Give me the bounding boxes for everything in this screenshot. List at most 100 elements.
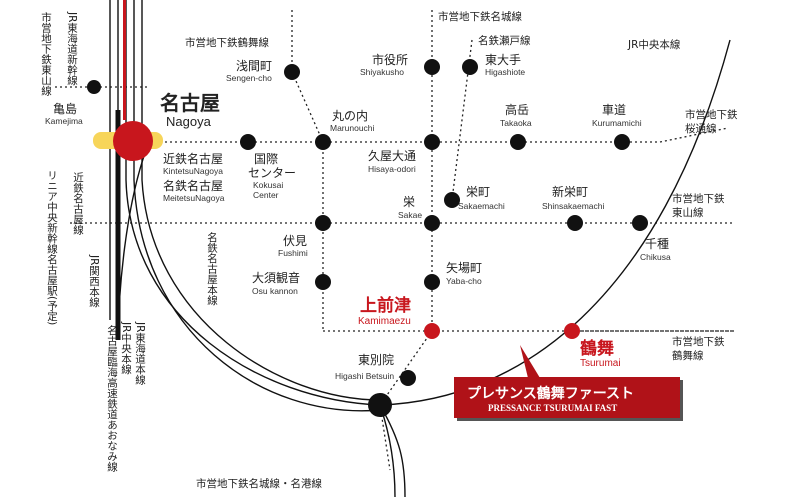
callout-pointer [520,345,540,378]
sengencho-dot [284,64,300,80]
tsurumai-label: 鶴舞 [580,338,614,359]
tsurumai-right-label-2: 鶴舞線 [672,349,704,362]
higashibetsuin-en-label: Higashi Betsuin [335,371,394,381]
kintetsu-label: 近鉄名古屋 [163,151,223,166]
meiko-label: 市営地下鉄名城線・名港線 [196,477,322,490]
tsurumai-right-label-1: 市営地下鉄 [672,335,725,348]
chikusa-label: 千種 [645,237,669,251]
fushimi-en-label: Fushimi [278,248,308,258]
nagoya-label: 名古屋 [160,91,220,115]
tsurumai-diag [291,71,324,143]
chikusa-dot [632,215,648,231]
property-callout: プレサンス鶴舞ファースト PRESSANCE TSURUMAI FAST [454,345,683,421]
meijo-line-label: 市営地下鉄名城線 [438,10,522,23]
higashiote-en-label: Higashiote [485,67,525,77]
jr-chuo-curve [125,179,381,406]
shiyakusho-en-label: Shiyakusho [360,67,404,77]
yaba-en-label: Yaba-cho [446,276,482,286]
tsurumai-dot [564,323,580,339]
takaoka-dot [510,134,526,150]
kokusai-label-2: センター [248,166,296,180]
jr-kansai-label: JR関西本線 [88,254,100,307]
sakuradori-label-2: 桜通線 [685,122,717,135]
fushimi-label: 伏見 [283,234,307,248]
meitetsu-label: 名鉄名古屋 [163,178,223,193]
tsurumai-line-top-label: 市営地下鉄鶴舞線 [185,36,269,49]
yaba-label: 矢場町 [446,261,482,275]
solid-lines [109,0,731,497]
osu-dot [315,274,331,290]
shiyakusho-dot [424,59,440,75]
jr-red-band [123,0,126,120]
yaba-dot [424,274,440,290]
meitetsu-line-label: 名鉄名古屋本線 [206,231,218,305]
kintetsu-line-label: 近鉄名古屋線 [72,171,84,235]
kintetsu-en-label: KintetsuNagoya [163,166,223,176]
kokusai-en-label-2: Center [253,190,279,200]
shiyakusho-label: 市役所 [372,52,408,67]
takaoka-en-label: Takaoka [500,118,532,128]
jr-tokaido-curve [133,179,381,412]
sakuradori-label-1: 市営地下鉄 [685,108,738,121]
shinsakae-en-label: Shinsakaemachi [542,201,604,211]
sengencho-en-label: Sengen-cho [226,73,272,83]
sengencho-label: 浅間町 [236,59,272,73]
jr-chuo-top-label: JR中央本線 [627,38,681,51]
fushimi-dot [315,215,331,231]
higashiote-dot [462,59,478,75]
kokusai-label-1: 国際 [254,152,278,166]
sakaemachi-en-label: Sakaemachi [458,201,505,211]
jr-tokaido-label: JR東海道本線 [134,321,146,385]
kamimaezu-en-label: Kamimaezu [358,316,411,327]
hisaya-label: 久屋大通 [368,149,416,163]
shinsakae-label: 新栄町 [552,184,588,199]
kurumamichi-dot [614,134,630,150]
meitetsu-en-label: MeitetsuNagoya [163,193,225,203]
tsurumai-en-label: Tsurumai [580,358,621,369]
higashiyama-right-label-2: 東山線 [672,206,704,219]
linear-label: リニア中央新幹線名古屋駅(予定) [46,170,58,325]
kintetsu-dot [240,134,256,150]
marunouchi-en-label: Marunouchi [330,123,375,133]
sakaemachi-label: 栄町 [466,185,490,199]
kurumamichi-label: 車道 [602,103,626,117]
hisaya-dot [424,134,440,150]
sakaemachi-dot [444,192,460,208]
aonami-label: 名古屋臨海高速鉄道あおなみ線 [106,324,118,472]
osu-en-label: Osu kannon [252,286,298,296]
osu-label: 大須観音 [252,270,300,285]
higashiote-label: 東大手 [485,53,521,67]
meitetsu-curve [141,179,381,401]
kamejima-label: 亀島 [53,101,77,116]
kurumamichi-en-label: Kurumamichi [592,118,642,128]
jr-shinkansen-label: JR東海道新幹線 [66,11,78,85]
banner-box [454,377,680,418]
sakae-label: 栄 [403,195,415,209]
higashibetsuin-label: 東別院 [358,353,394,367]
kamimaezu-label: 上前津 [360,295,411,316]
station-dots [87,59,648,417]
marunouchi-dot [315,134,331,150]
sakae-dot [424,215,440,231]
subway-higashiyama-label: 市営地下鉄東山線 [40,11,52,96]
sakuradori-line-right [659,127,729,143]
banner-subtitle: PRESSANCE TSURUMAI FAST [488,403,617,413]
marunouchi-label: 丸の内 [332,109,368,123]
kanayama-dot [368,393,392,417]
sakae-en-label: Sakae [398,210,422,220]
kamimaezu-dot [424,323,440,339]
jr-chuo-honsen [379,39,731,406]
nagoya-station [93,121,163,161]
kamejima-en-label: Kamejima [45,116,83,126]
jr-chuo-label: JR中央本線 [120,321,132,374]
higashibetsuin-dot [400,370,416,386]
higashiyama-right-label-1: 市営地下鉄 [672,192,725,205]
chikusa-en-label: Chikusa [640,252,671,262]
seto-line-label: 名鉄瀬戸線 [478,34,531,47]
takaoka-label: 高岳 [505,102,529,117]
hisaya-en-label: Hisaya-odori [368,164,416,174]
nagoya-marker [113,121,153,161]
kamejima-dot [87,80,101,94]
shinsakae-dot [567,215,583,231]
